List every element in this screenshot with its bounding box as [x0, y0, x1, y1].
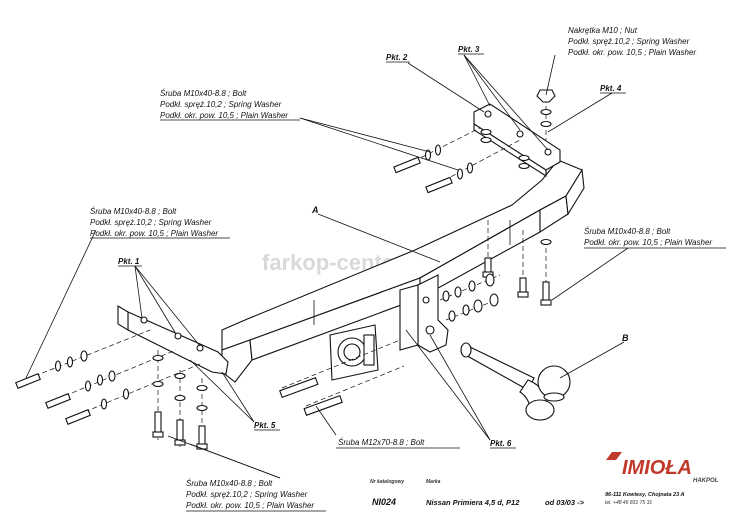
point-label-1: Pkt. 1	[118, 257, 140, 266]
callout-bolt-top-line2: Podkł. spręż.10,2 ; Spring Washer	[160, 100, 282, 109]
callout-bolt-bottom: Śruba M10x40-8.8 ; Bolt Podkł. spręż.10,…	[186, 479, 326, 512]
part-letter-a: A	[311, 205, 319, 215]
catalog-header: Nr katalogowy	[370, 479, 404, 485]
point-labels: Pkt. 2 Pkt. 3 Pkt. 4 Pkt. 1 Pkt. 5 Pkt. …	[118, 45, 626, 449]
ball-mount-bracket	[399, 274, 449, 353]
logo-name: IMIOŁA	[622, 457, 692, 479]
callout-bolt-bottom-line3: Podkł. okr. pow. 10,5 ; Plain Washer	[186, 501, 314, 510]
production-date: od 03/03 ->	[545, 498, 585, 507]
leader-lines	[25, 54, 629, 479]
crossbar-a	[221, 159, 585, 383]
callout-bolt-left-line2: Podkł. spręż.10,2 ; Spring Washer	[90, 218, 212, 227]
callout-bolt-left: Śruba M10x40-8.8 ; Bolt Podkł. spręż.10,…	[90, 207, 230, 239]
callout-bolt-m12: Śruba M12x70-8.8 ; Bolt	[336, 438, 460, 449]
catalog-number: NI024	[372, 497, 396, 507]
callout-bolt-bottom-line2: Podkł. spręż.10,2 ; Spring Washer	[186, 490, 308, 499]
fasteners-top	[393, 89, 556, 194]
fasteners-m12	[279, 339, 405, 416]
logo-phone: tel. +48 46 831 75 31	[605, 500, 652, 506]
right-side-bracket	[473, 103, 561, 178]
left-side-bracket	[117, 305, 229, 375]
point-label-5: Pkt. 5	[254, 421, 276, 430]
callout-bolt-right-line1: Śruba M10x40-8.8 ; Bolt	[584, 227, 671, 236]
callout-nut-line2: Podkł. spręż.10,2 ; Spring Washer	[568, 37, 690, 46]
brand-header: Marka	[426, 479, 441, 485]
callout-nut-top: Nakrętka M10 ; Nut Podkł. spręż.10,2 ; S…	[568, 26, 696, 57]
point-label-3: Pkt. 3	[458, 45, 480, 54]
callout-nut-line3: Podkł. okr. pow. 10,5 ; Plain Washer	[568, 48, 696, 57]
socket-plate	[329, 324, 379, 381]
part-letters: A B	[311, 205, 629, 343]
callout-bolt-top-line3: Podkł. okr. pow. 10,5 ; Plain Washer	[160, 111, 288, 120]
callout-bolt-top: Śruba M10x40-8.8 ; Bolt Podkł. spręż.10,…	[160, 89, 300, 121]
tow-ball-b	[460, 342, 571, 421]
point-label-6: Pkt. 6	[490, 439, 512, 448]
logo-address: 96-111 Kowiesy, Chojnata 23 A	[605, 492, 685, 498]
imiola-logo: IMIOŁA HAKPOL 96-111 Kowiesy, Chojnata 2…	[605, 452, 719, 506]
logo-sub: HAKPOL	[693, 478, 719, 484]
callout-bolt-left-line1: Śruba M10x40-8.8 ; Bolt	[90, 207, 177, 216]
part-letter-b: B	[622, 333, 629, 343]
callout-bolt-left-line3: Podkł. okr. pow. 10,5 ; Plain Washer	[90, 229, 218, 238]
vehicle-model: Nissan Primiera 4,5 d, P12	[426, 498, 520, 507]
callout-bolt-right: Śruba M10x40-8.8 ; Bolt Podkł. okr. pow.…	[584, 227, 726, 249]
callout-nut-line1: Nakrętka M10 ; Nut	[568, 26, 638, 35]
callout-bolt-bottom-line1: Śruba M10x40-8.8 ; Bolt	[186, 479, 273, 488]
point-label-2: Pkt. 2	[386, 53, 408, 62]
point-label-4: Pkt. 4	[600, 84, 622, 93]
fasteners-center	[439, 273, 501, 322]
callout-bolt-right-line2: Podkł. okr. pow. 10,5 ; Plain Washer	[584, 238, 712, 247]
title-block: Nr katalogowy NI024 Marka Nissan Primier…	[370, 479, 585, 507]
callout-bolt-m12-text: Śruba M12x70-8.8 ; Bolt	[338, 438, 425, 447]
callout-bolt-top-line1: Śruba M10x40-8.8 ; Bolt	[160, 89, 247, 98]
fasteners-bottom	[152, 350, 208, 450]
